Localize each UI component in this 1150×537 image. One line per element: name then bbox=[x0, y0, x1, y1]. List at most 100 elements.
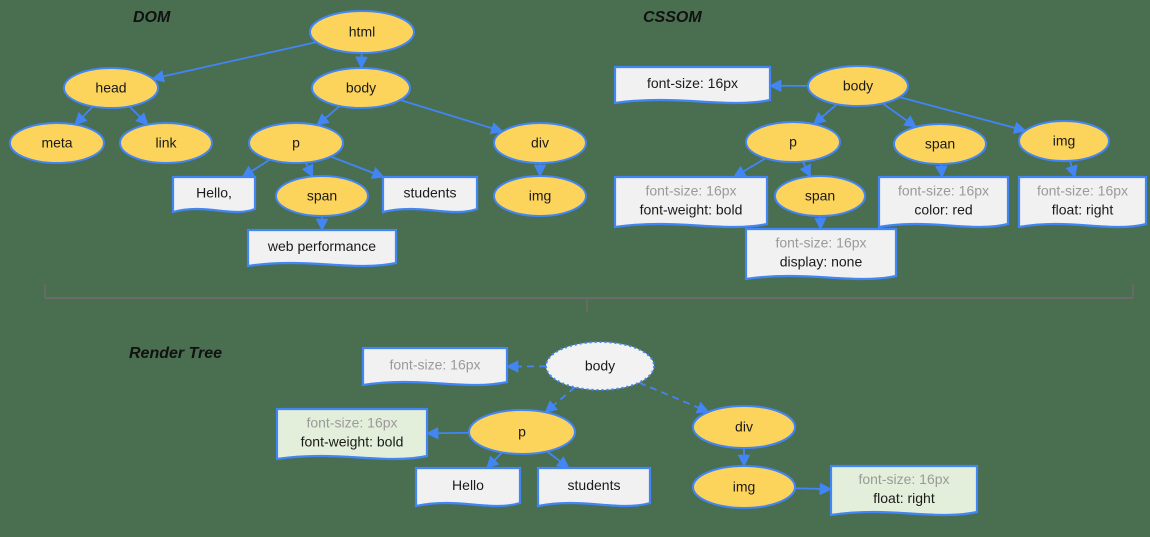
box-label: Hello, bbox=[196, 185, 232, 201]
node-shape-ellipse bbox=[311, 67, 411, 109]
node-label: body bbox=[346, 80, 376, 96]
node-label: body bbox=[843, 78, 873, 94]
edge-p-to-span bbox=[301, 162, 314, 178]
node-shape-ellipse bbox=[309, 10, 415, 54]
box-line-2: float: right bbox=[1052, 202, 1114, 218]
node-c_imgbox[interactable]: font-size: 16px float: right bbox=[1017, 175, 1148, 229]
node-c_p[interactable]: p bbox=[745, 121, 841, 163]
node-label: head bbox=[95, 80, 126, 96]
node-shape-ellipse bbox=[9, 122, 105, 164]
node-link[interactable]: link bbox=[119, 122, 213, 164]
node-shape-document-box bbox=[361, 346, 509, 387]
node-html[interactable]: html bbox=[309, 10, 415, 54]
node-c_pbox[interactable]: font-size: 16px font-weight: bold bbox=[613, 175, 769, 229]
box-line-2: font-weight: bold bbox=[301, 434, 404, 450]
edge-c_span-to-c_spanbox bbox=[935, 163, 948, 179]
edges-layer bbox=[74, 41, 1078, 496]
node-p[interactable]: p bbox=[248, 122, 344, 164]
node-shape-ellipse bbox=[745, 121, 841, 163]
edge-c_p-to-c_pbox bbox=[732, 157, 767, 178]
node-shape-ellipse bbox=[493, 122, 587, 164]
node-label: html bbox=[349, 24, 375, 40]
edge-html-to-head bbox=[151, 41, 317, 83]
edge-head-to-meta bbox=[74, 105, 94, 126]
node-c_img[interactable]: img bbox=[1018, 120, 1110, 162]
edge-c_p-to-c_span2 bbox=[799, 161, 812, 178]
node-label: span bbox=[925, 136, 955, 152]
node-shape-ellipse bbox=[1018, 120, 1110, 162]
edge-r_p-to-r_students bbox=[546, 450, 570, 469]
node-label: span bbox=[805, 188, 835, 204]
node-label: meta bbox=[41, 135, 72, 151]
node-shape-document-box bbox=[381, 175, 479, 214]
node-c_span2[interactable]: span bbox=[774, 175, 866, 217]
node-webperf[interactable]: web performance bbox=[246, 228, 398, 268]
node-label: div bbox=[531, 135, 549, 151]
edge-r_p-to-r_hello bbox=[486, 451, 503, 469]
node-c_bodybox[interactable]: font-size: 16px bbox=[613, 65, 772, 105]
node-shape-document-box bbox=[536, 466, 652, 508]
node-label: span bbox=[307, 188, 337, 204]
node-img[interactable]: img bbox=[493, 175, 587, 217]
node-shape-document-box bbox=[275, 407, 429, 461]
box-label: web performance bbox=[267, 238, 376, 254]
node-shape-ellipse bbox=[468, 409, 576, 455]
node-shape-document-box bbox=[744, 227, 898, 281]
node-r_pbox[interactable]: font-size: 16px font-weight: bold bbox=[275, 407, 429, 461]
node-label: body bbox=[585, 358, 615, 374]
edge-r_body-to-r_div bbox=[638, 381, 710, 414]
node-c_body[interactable]: body bbox=[807, 65, 909, 107]
node-c_span[interactable]: span bbox=[893, 123, 987, 165]
edge-c_body-to-c_p bbox=[812, 103, 838, 125]
box-label: Hello bbox=[452, 477, 484, 493]
edge-c_body-to-c_img bbox=[899, 96, 1027, 134]
node-label: img bbox=[529, 188, 552, 204]
node-label: link bbox=[155, 135, 177, 151]
box-line-1: font-size: 16px bbox=[1037, 183, 1128, 199]
node-c_span2box[interactable]: font-size: 16px display: none bbox=[744, 227, 898, 281]
section-title-dom: DOM bbox=[133, 9, 171, 26]
node-r_body[interactable]: body bbox=[545, 341, 655, 391]
box-line-1: font-size: 16px bbox=[306, 415, 397, 431]
box-line-1: font-size: 16px bbox=[858, 471, 949, 487]
node-body[interactable]: body bbox=[311, 67, 411, 109]
node-shape-ellipse bbox=[774, 175, 866, 217]
node-shape-document-box bbox=[613, 65, 772, 105]
node-head[interactable]: head bbox=[63, 67, 159, 109]
node-r_p[interactable]: p bbox=[468, 409, 576, 455]
node-shape-document-box bbox=[829, 464, 979, 517]
box-line-2: font-weight: bold bbox=[640, 202, 743, 218]
node-r_bodybox[interactable]: font-size: 16px bbox=[361, 346, 509, 387]
edge-p-to-students bbox=[330, 155, 385, 179]
node-shape-ellipse bbox=[119, 122, 213, 164]
node-shape-ellipse bbox=[545, 341, 655, 391]
edge-r_body-to-r_p bbox=[544, 386, 576, 414]
node-span[interactable]: span bbox=[275, 175, 369, 217]
box-line-1: font-size: 16px bbox=[645, 183, 736, 199]
node-div[interactable]: div bbox=[493, 122, 587, 164]
node-meta[interactable]: meta bbox=[9, 122, 105, 164]
node-r_img[interactable]: img bbox=[692, 465, 796, 509]
box-line-2: display: none bbox=[780, 254, 863, 270]
node-label: img bbox=[1053, 133, 1076, 149]
node-r_students[interactable]: students bbox=[536, 466, 652, 508]
node-shape-ellipse bbox=[275, 175, 369, 217]
node-r_hello[interactable]: Hello bbox=[414, 466, 522, 508]
edge-r_img-to-r_imgbox bbox=[794, 482, 833, 496]
edge-body-to-p bbox=[316, 105, 341, 126]
node-r_div[interactable]: div bbox=[692, 405, 796, 449]
edge-body-to-div bbox=[399, 99, 504, 135]
edge-c_img-to-c_imgbox bbox=[1065, 160, 1078, 179]
box-line-2: color: red bbox=[914, 202, 972, 218]
box-line-1: font-size: 16px bbox=[389, 357, 480, 373]
node-shape-ellipse bbox=[893, 123, 987, 165]
node-hello[interactable]: Hello, bbox=[171, 175, 257, 214]
box-line-1: font-size: 16px bbox=[775, 235, 866, 251]
section-title-cssom: CSSOM bbox=[643, 9, 702, 26]
node-students[interactable]: students bbox=[381, 175, 479, 214]
node-shape-ellipse bbox=[63, 67, 159, 109]
box-label: students bbox=[404, 185, 457, 201]
